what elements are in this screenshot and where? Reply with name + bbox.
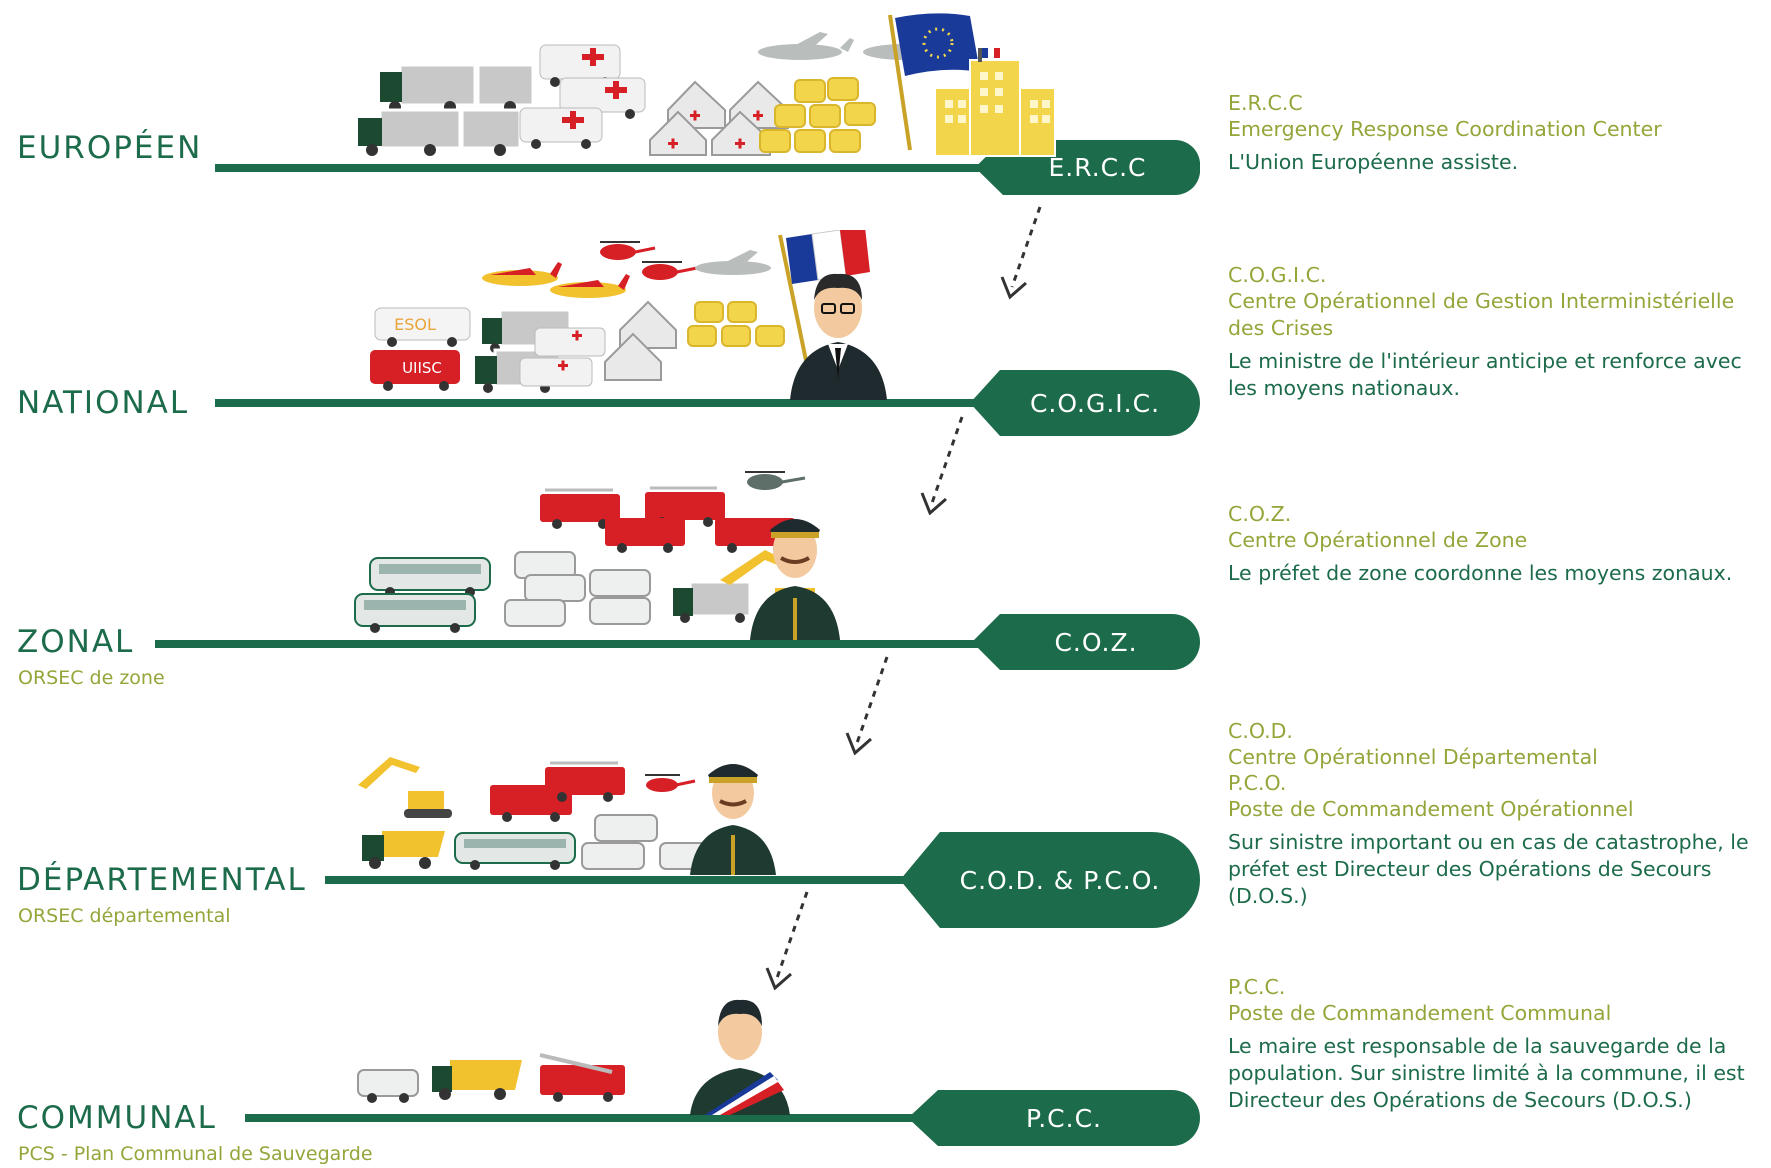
uiisc-label: UIISC: [402, 359, 442, 377]
level-name: EUROPÉEN: [17, 130, 203, 166]
supplies-icon: [759, 77, 876, 153]
level-european: EUROPÉEN E.R.C.C: [0, 0, 1771, 200]
supplies-icon: [687, 301, 785, 347]
info-full-name: Centre Opérationnel Départemental: [1228, 745, 1598, 769]
badge-label: C.O.G.I.C.: [1029, 388, 1161, 418]
level-info: C.O.D. Centre Opérationnel Départemental…: [1228, 718, 1768, 910]
french-flag-icon: [778, 230, 870, 371]
communal-resources-illustration: [357, 999, 790, 1115]
firefighting-plane-icon: [482, 262, 562, 286]
level-bar: [325, 876, 945, 884]
dashed-arrow-icon: [845, 656, 889, 755]
helicopter-icon: [600, 241, 656, 260]
badge-label: C.O.Z.: [1054, 627, 1138, 657]
info-acronym: P.C.C.: [1228, 975, 1286, 999]
level-departemental: DÉPARTEMENTAL ORSEC départemental C.O.D.…: [17, 718, 1768, 928]
dashed-arrow-icon: [920, 416, 964, 515]
firefighting-plane-icon: [550, 274, 630, 298]
ambulance-icon: [519, 107, 603, 149]
level-name: DÉPARTEMENTAL: [17, 862, 307, 898]
eu-flag-icon: [888, 13, 980, 151]
esol-label: ESOL: [394, 315, 436, 334]
info-description: Le maire est responsable de la sauvegard…: [1228, 1034, 1745, 1112]
esol-van-icon: ESOL: [374, 307, 471, 347]
level-badge: [972, 614, 1200, 670]
level-info: P.C.C. Poste de Commandement Communal Le…: [1228, 974, 1768, 1114]
level-badge: [908, 1090, 1200, 1146]
fire-truck-icon: [605, 518, 685, 553]
plane-icon: [695, 250, 771, 275]
dump-truck-icon: [432, 1060, 522, 1100]
level-info: E.R.C.C Emergency Response Coordination …: [1228, 90, 1768, 176]
dashed-arrow-icon: [765, 891, 809, 990]
level-subtitle: ORSEC de zone: [18, 667, 165, 689]
plane-icon: [758, 32, 854, 60]
zonal-resources-illustration: [354, 471, 840, 640]
excavator-icon: [358, 757, 452, 818]
dashed-arrow-icon: [1000, 206, 1042, 300]
info-acronym: C.O.G.I.C.: [1228, 263, 1327, 287]
info-description: Le ministre de l'intérieur anticipe et r…: [1228, 349, 1742, 400]
fire-ladder-truck-icon: [539, 1053, 625, 1102]
info-full-name: Centre Opérationnel de Gestion Intermini…: [1228, 289, 1735, 340]
level-name: COMMUNAL: [17, 1100, 217, 1136]
van-icon: [357, 1069, 419, 1103]
info-description: L'Union Européenne assiste.: [1228, 150, 1519, 174]
prefect-icon: [750, 519, 840, 640]
badge-label: C.O.D. & P.C.O.: [959, 865, 1161, 895]
level-bar: [215, 164, 995, 172]
info-full-name: Centre Opérationnel de Zone: [1228, 528, 1528, 552]
level-zonal: ZONAL ORSEC de zone C.O.Z.: [17, 471, 1768, 689]
level-info: C.O.G.I.C. Centre Opérationnel de Gestio…: [1228, 262, 1768, 402]
eu-building-icon: [934, 48, 1056, 157]
level-national: NATIONAL C.O.G.I.C. ESOL UIISC: [0, 0, 1771, 440]
truck-icon: [673, 580, 752, 623]
truck-icon: [358, 108, 522, 156]
level-info: C.O.Z. Centre Opérationnel de Zone Le pr…: [1228, 501, 1768, 587]
tent-icon: [604, 300, 677, 381]
bus-icon: [354, 593, 476, 633]
dump-truck-icon: [362, 831, 445, 869]
bus-icon: [369, 557, 491, 597]
ambulance-icon: [519, 357, 593, 387]
info-full-name: Poste de Commandement Communal: [1228, 1001, 1612, 1025]
level-badge: [970, 370, 1200, 436]
info-acronym: C.O.Z.: [1228, 502, 1292, 526]
helicopter-icon: [642, 261, 698, 280]
eu-resources-illustration: [358, 13, 1056, 157]
prefect-icon: [690, 764, 776, 875]
info-acronym-2: P.C.O.: [1228, 771, 1287, 795]
info-full-name: Emergency Response Coordination Center: [1228, 117, 1662, 141]
helicopter-icon: [645, 774, 696, 792]
info-acronym: C.O.D.: [1228, 719, 1293, 743]
info-full-name-2: Poste de Commandement Opérationnel: [1228, 797, 1634, 821]
national-resources-illustration: ESOL UIISC: [370, 230, 887, 400]
mayor-icon: [690, 999, 790, 1115]
uiisc-truck-icon: UIISC: [370, 350, 460, 391]
bus-icon: [454, 832, 576, 870]
level-name: NATIONAL: [17, 385, 190, 421]
info-acronym: E.R.C.C: [1228, 91, 1303, 115]
badge-label: E.R.C.C: [1048, 153, 1147, 182]
departemental-resources-illustration: [358, 757, 776, 875]
van-icon: [504, 551, 651, 627]
ambulance-icon: [534, 327, 606, 357]
helicopter-icon: [745, 471, 806, 490]
level-badge: [900, 832, 1200, 928]
level-name: ZONAL: [17, 624, 135, 660]
level-subtitle: PCS - Plan Communal de Sauvegarde: [18, 1143, 373, 1165]
level-subtitle: ORSEC départemental: [18, 905, 231, 927]
info-description: Le préfet de zone coordonne les moyens z…: [1228, 561, 1733, 585]
van-icon: [581, 814, 719, 870]
minister-icon: [790, 273, 887, 400]
level-bar: [155, 640, 995, 648]
info-description: Sur sinistre important ou en cas de cata…: [1228, 830, 1749, 908]
tent-icon: [649, 80, 789, 156]
fire-truck-icon: [545, 761, 625, 802]
badge-label: P.C.C.: [1026, 1103, 1102, 1133]
level-bar: [215, 399, 995, 407]
level-bar: [245, 1114, 945, 1122]
